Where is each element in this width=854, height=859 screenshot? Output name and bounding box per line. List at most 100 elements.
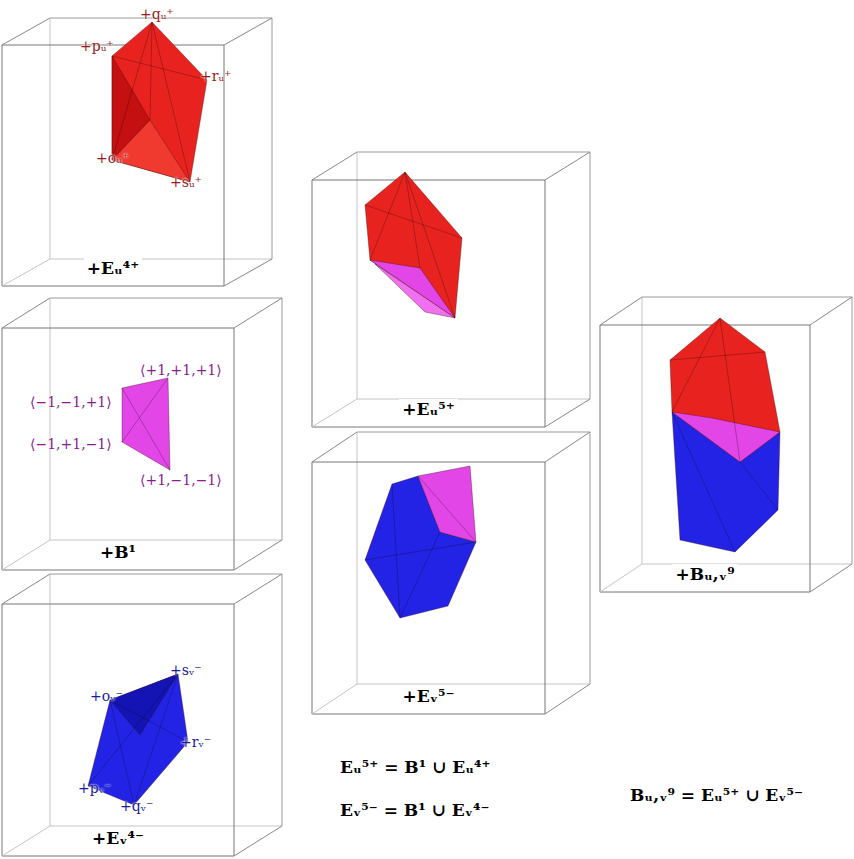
cube-edge xyxy=(590,432,591,684)
coordinate-label: ⟨+1,+1,+1⟩ xyxy=(140,362,222,378)
cube-edge xyxy=(2,604,234,605)
vertex-label-holder: +rᵥ⁻ xyxy=(180,732,211,751)
cube-edge xyxy=(272,18,273,259)
cube-edge xyxy=(600,325,601,592)
vertex-label: +rᵥ⁻ xyxy=(180,734,211,750)
vertex-label-holder: +oᵥ⁻ xyxy=(90,686,123,705)
cube-edge xyxy=(50,18,51,259)
formula-holder: Eᵤ⁵⁺ = B¹ ∪ Eᵤ⁴⁺ xyxy=(340,757,490,777)
coordinate-label-holder: ⟨+1,+1,+1⟩ xyxy=(140,360,222,379)
cube-edge xyxy=(2,540,50,570)
bounding-cube xyxy=(312,432,590,714)
facet-edge xyxy=(672,318,720,412)
facet-edge xyxy=(392,484,400,618)
cube-edge xyxy=(2,286,224,287)
panel-caption: +Eᵤ⁵⁺ xyxy=(399,399,457,419)
magenta-tetrahedron xyxy=(122,378,170,470)
facet-edge xyxy=(110,700,134,805)
panel-caption: +Eᵥ⁴⁻ xyxy=(89,828,147,848)
red-polyhedron xyxy=(365,172,462,318)
cube-edge xyxy=(234,298,282,328)
cube-edge xyxy=(312,180,313,427)
vertex-label: +qᵥ⁻ xyxy=(120,798,153,814)
panel-caption: +Eᵥ⁵⁻ xyxy=(400,686,458,706)
vertex-label: +qᵤ⁺ xyxy=(140,6,174,22)
cube-edge xyxy=(224,259,272,286)
bounding-cube xyxy=(600,297,852,592)
cube-edge xyxy=(234,604,235,856)
facet-edge xyxy=(405,172,455,318)
cube-edge xyxy=(545,462,546,714)
facet-edge xyxy=(150,22,152,120)
facet-edge xyxy=(740,462,778,510)
bounding-cube xyxy=(2,298,282,570)
cube-edge xyxy=(545,399,590,427)
coordinate-label: ⟨−1,−1,+1⟩ xyxy=(30,394,112,410)
panel: +Eᵥ⁵⁻ xyxy=(312,462,545,714)
vertex-label-holder: +oᵤ⁺ xyxy=(96,148,129,167)
cube-edge xyxy=(50,826,282,827)
cube-edge xyxy=(810,297,852,325)
coordinate-label: ⟨−1,+1,−1⟩ xyxy=(30,436,112,452)
vertex-label: +pᵤ⁺ xyxy=(80,38,114,54)
cube-edge xyxy=(234,540,282,570)
formula: Eᵤ⁵⁺ = B¹ ∪ Eᵤ⁴⁺ xyxy=(340,757,490,777)
cube-edge xyxy=(545,684,590,714)
panel-caption: +B¹ xyxy=(97,542,139,562)
vertex-label: +pᵥ⁻ xyxy=(78,780,111,796)
vertex-label: +sᵥ⁻ xyxy=(170,662,202,678)
cube-edge xyxy=(2,45,3,286)
panel: +Bᵤ,ᵥ⁹ xyxy=(600,325,810,592)
coordinate-label-holder: ⟨−1,−1,+1⟩ xyxy=(30,392,112,411)
vertex-label: +oᵤ⁺ xyxy=(96,150,129,166)
facet-edge xyxy=(112,22,152,160)
cube-edge xyxy=(312,427,545,428)
cube-edge xyxy=(852,297,853,564)
facet-edge xyxy=(152,22,190,182)
cube-edge xyxy=(50,574,51,826)
panel: +Eᵤ⁵⁺ xyxy=(312,180,545,427)
cube-edge xyxy=(2,328,3,570)
blue-polyhedron xyxy=(672,412,780,552)
facet-edge xyxy=(122,388,170,470)
cube-edge xyxy=(2,18,50,45)
cube-edge xyxy=(50,574,282,575)
cube-edge xyxy=(234,826,282,856)
vertex-label-holder: +sᵤ⁺ xyxy=(170,172,202,191)
cube-edge xyxy=(590,152,591,399)
panel-caption: +Eᵤ⁴⁺ xyxy=(84,258,142,278)
formula-holder: Bᵤ,ᵥ⁹ = Eᵤ⁵⁺ ∪ Eᵥ⁵⁻ xyxy=(630,785,803,805)
bounding-cube xyxy=(2,574,282,856)
cube-edge xyxy=(2,574,50,604)
cube-edge xyxy=(2,298,50,328)
cube-edge xyxy=(642,297,643,564)
cube-edge xyxy=(234,328,235,570)
formula: Bᵤ,ᵥ⁹ = Eᵤ⁵⁺ ∪ Eᵥ⁵⁻ xyxy=(630,785,803,805)
cube-edge xyxy=(545,152,590,180)
cube-edge xyxy=(2,856,234,857)
cube-edge xyxy=(600,592,810,593)
cube-edge xyxy=(357,684,590,685)
cube-edge xyxy=(50,540,282,541)
cube-edge xyxy=(357,152,358,399)
formula: Eᵥ⁵⁻ = B¹ ∪ Eᵥ⁴⁻ xyxy=(340,800,489,820)
magenta-tetrahedron xyxy=(418,466,476,542)
facet-edge xyxy=(112,56,207,80)
vertex-label-holder: +qᵤ⁺ xyxy=(140,4,174,23)
facet-edge xyxy=(400,532,440,618)
facet-edge xyxy=(365,542,476,560)
coordinate-label: ⟨+1,−1,−1⟩ xyxy=(140,472,222,488)
facet-edge xyxy=(720,318,740,462)
cube-edge xyxy=(312,399,357,427)
cube-edge xyxy=(2,570,234,571)
facet-edge xyxy=(110,700,188,742)
cube-edge xyxy=(312,714,545,715)
cube-edge xyxy=(357,152,590,153)
cube-edge xyxy=(810,564,852,592)
bounding-cube xyxy=(312,152,590,427)
facet-edge xyxy=(365,205,462,238)
cube-edge xyxy=(545,432,590,462)
cube-edge xyxy=(50,298,282,299)
facet-edge xyxy=(370,172,405,260)
